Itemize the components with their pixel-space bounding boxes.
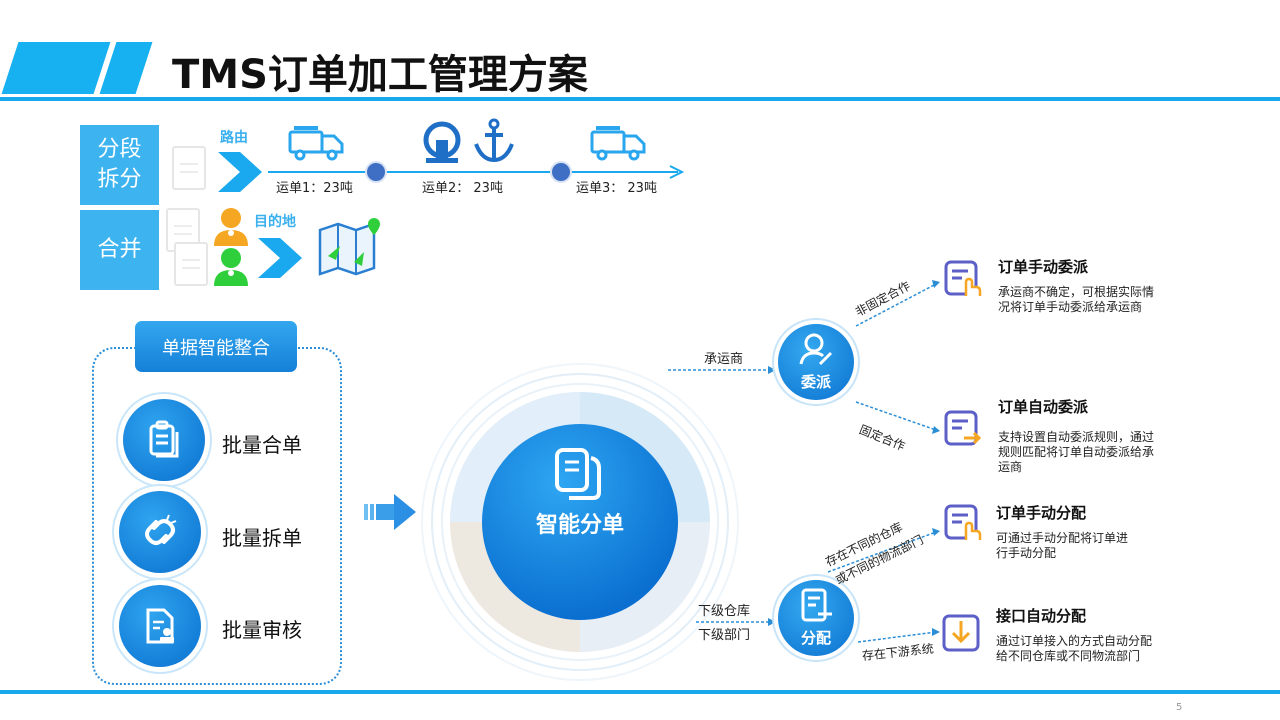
merge-orders-circle[interactable] <box>123 399 205 481</box>
split-orders-label: 批量拆单 <box>222 526 302 550</box>
manual-allocate-desc: 可通过手动分配将订单进行手动分配 <box>996 531 1129 560</box>
auto-dispatch-title: 订单自动委派 <box>998 398 1089 416</box>
allocate-circle-label: 分配 <box>800 629 831 647</box>
page-title: TMS订单加工管理方案 <box>172 52 588 98</box>
allocate-circle[interactable]: 分配 <box>778 580 854 656</box>
interface-allocate-title: 接口自动分配 <box>996 607 1087 625</box>
route-node-1 <box>365 161 387 183</box>
manual-dispatch-title: 订单手动委派 <box>998 258 1089 276</box>
interface-allocate-desc: 通过订单接入的方式自动分配给不同仓库或不同物流部门 <box>996 634 1153 663</box>
chevron-right-icon <box>258 238 302 278</box>
merge-orders-label: 批量合单 <box>222 433 302 457</box>
page-number: 5 <box>1176 702 1183 713</box>
split-label-line1: 分段 <box>97 137 142 162</box>
split-category-box: 分段拆分 <box>80 125 159 205</box>
split-label-line2: 拆分 <box>97 167 142 192</box>
lower-warehouse-label: 下级仓库 <box>698 604 751 619</box>
batch-review-label: 批量审核 <box>222 618 302 642</box>
truck-icon <box>590 126 646 161</box>
documents-icon <box>555 448 601 500</box>
destination-label: 目的地 <box>254 214 296 230</box>
waybill-2-label: 运单2： 23吨 <box>422 181 503 196</box>
document-icon <box>174 242 208 286</box>
waybill-3-label: 运单3： 23吨 <box>576 181 657 196</box>
merge-category-box: 合并 <box>80 210 159 290</box>
route-node-2 <box>550 161 572 183</box>
header-rule <box>0 97 1280 101</box>
manual-allocate-title: 订单手动分配 <box>996 504 1087 522</box>
approval-document-icon <box>146 608 174 644</box>
document-icon <box>172 146 206 190</box>
download-icon <box>942 614 980 652</box>
manual-dispatch-desc: 承运商不确定，可根据实际情况将订单手动委派给承运商 <box>998 285 1155 314</box>
manual-assign-icon <box>944 260 982 296</box>
carrier-label: 承运商 <box>704 352 744 367</box>
person-icon <box>214 208 248 246</box>
split-orders-circle[interactable] <box>119 491 201 573</box>
person-icon <box>214 248 248 286</box>
manual-allocate-icon <box>944 504 982 540</box>
lower-department-label: 下级部门 <box>698 628 751 643</box>
route-timeline <box>268 161 685 183</box>
document-export-icon <box>801 588 832 622</box>
clipboard-icon <box>149 420 179 458</box>
anchor-icon <box>474 118 514 163</box>
broken-link-icon <box>145 514 177 545</box>
waybill-1-label: 运单1：23吨 <box>276 181 353 196</box>
dispatch-circle-label: 委派 <box>800 373 831 391</box>
batch-review-circle[interactable] <box>119 585 201 667</box>
integration-header: 单据智能整合 <box>135 321 297 372</box>
truck-icon <box>288 126 344 161</box>
footer-rule <box>0 690 1280 694</box>
chevron-right-icon <box>218 152 262 192</box>
railway-icon <box>423 121 461 163</box>
merge-label: 合并 <box>97 237 142 262</box>
flow-arrow <box>364 494 416 530</box>
smart-dispatch-hub <box>421 363 739 681</box>
auto-assign-icon <box>944 410 982 446</box>
dispatch-circle[interactable]: 委派 <box>778 324 854 400</box>
auto-dispatch-desc: 支持设置自动委派规则，通过规则匹配将订单自动委派给承运商 <box>998 430 1155 474</box>
route-label: 路由 <box>220 130 248 146</box>
map-icon <box>318 218 380 276</box>
person-edit-icon <box>799 333 833 366</box>
center-label: 智能分单 <box>535 513 624 538</box>
